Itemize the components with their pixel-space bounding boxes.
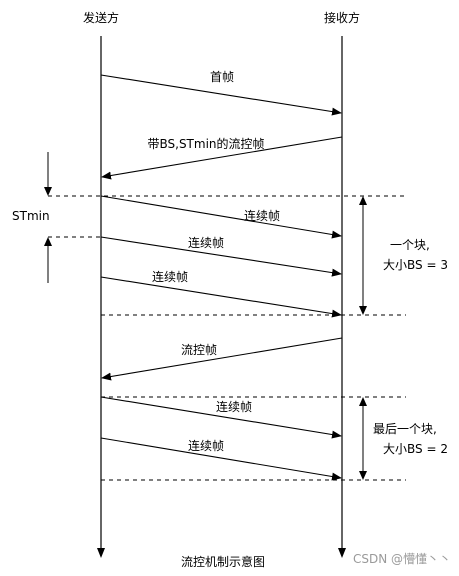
msg-consecutive-3-label: 连续帧 — [152, 269, 188, 284]
block2-bracket-arrowhead-bottom — [359, 471, 367, 480]
csdn-watermark: CSDN @懵懂丶丶 — [353, 552, 451, 566]
msg-flow-control-bs-stmin-label: 带BS,STmin的流控帧 — [147, 136, 264, 151]
msg-first-frame-label: 首帧 — [210, 70, 234, 84]
msg-consecutive-1-label: 连续帧 — [244, 208, 280, 223]
sender-label: 发送方 — [83, 10, 119, 25]
stmin-bottom-arrowhead — [44, 237, 52, 246]
msg-consecutive-5-arrow — [100, 437, 342, 481]
msg-flow-control-arrow — [101, 337, 343, 381]
msg-first-frame-arrow — [100, 74, 342, 116]
msg-consecutive-5-label: 连续帧 — [188, 438, 224, 453]
block2-label-line2: 大小BS = 2 — [383, 442, 448, 456]
diagram-caption: 流控机制示意图 — [181, 554, 265, 569]
block1-label-line1: 一个块, — [390, 238, 430, 252]
msg-consecutive-3-arrow — [100, 276, 342, 318]
stmin-label: STmin — [12, 209, 50, 223]
block2-label-line1: 最后一个块, — [373, 422, 437, 436]
receiver-lifeline-arrowhead — [338, 548, 346, 558]
msg-consecutive-1-arrow — [100, 195, 342, 239]
msg-consecutive-4-label: 连续帧 — [216, 399, 252, 414]
block2-bracket-arrowhead-top — [359, 397, 367, 406]
msg-consecutive-2-label: 连续帧 — [188, 235, 224, 250]
block1-bracket-arrowhead-top — [359, 196, 367, 205]
msg-flow-control-label: 流控帧 — [181, 343, 217, 357]
stmin-top-arrowhead — [44, 187, 52, 196]
msg-flow-control-bs-stmin-arrow — [101, 136, 343, 180]
msg-consecutive-4-arrow — [100, 396, 342, 439]
msg-consecutive-2-arrow — [100, 236, 342, 277]
block1-label-line2: 大小BS = 3 — [383, 258, 448, 272]
block1-bracket-arrowhead-bottom — [359, 306, 367, 315]
receiver-label: 接收方 — [324, 10, 360, 25]
sender-lifeline-arrowhead — [97, 548, 105, 558]
